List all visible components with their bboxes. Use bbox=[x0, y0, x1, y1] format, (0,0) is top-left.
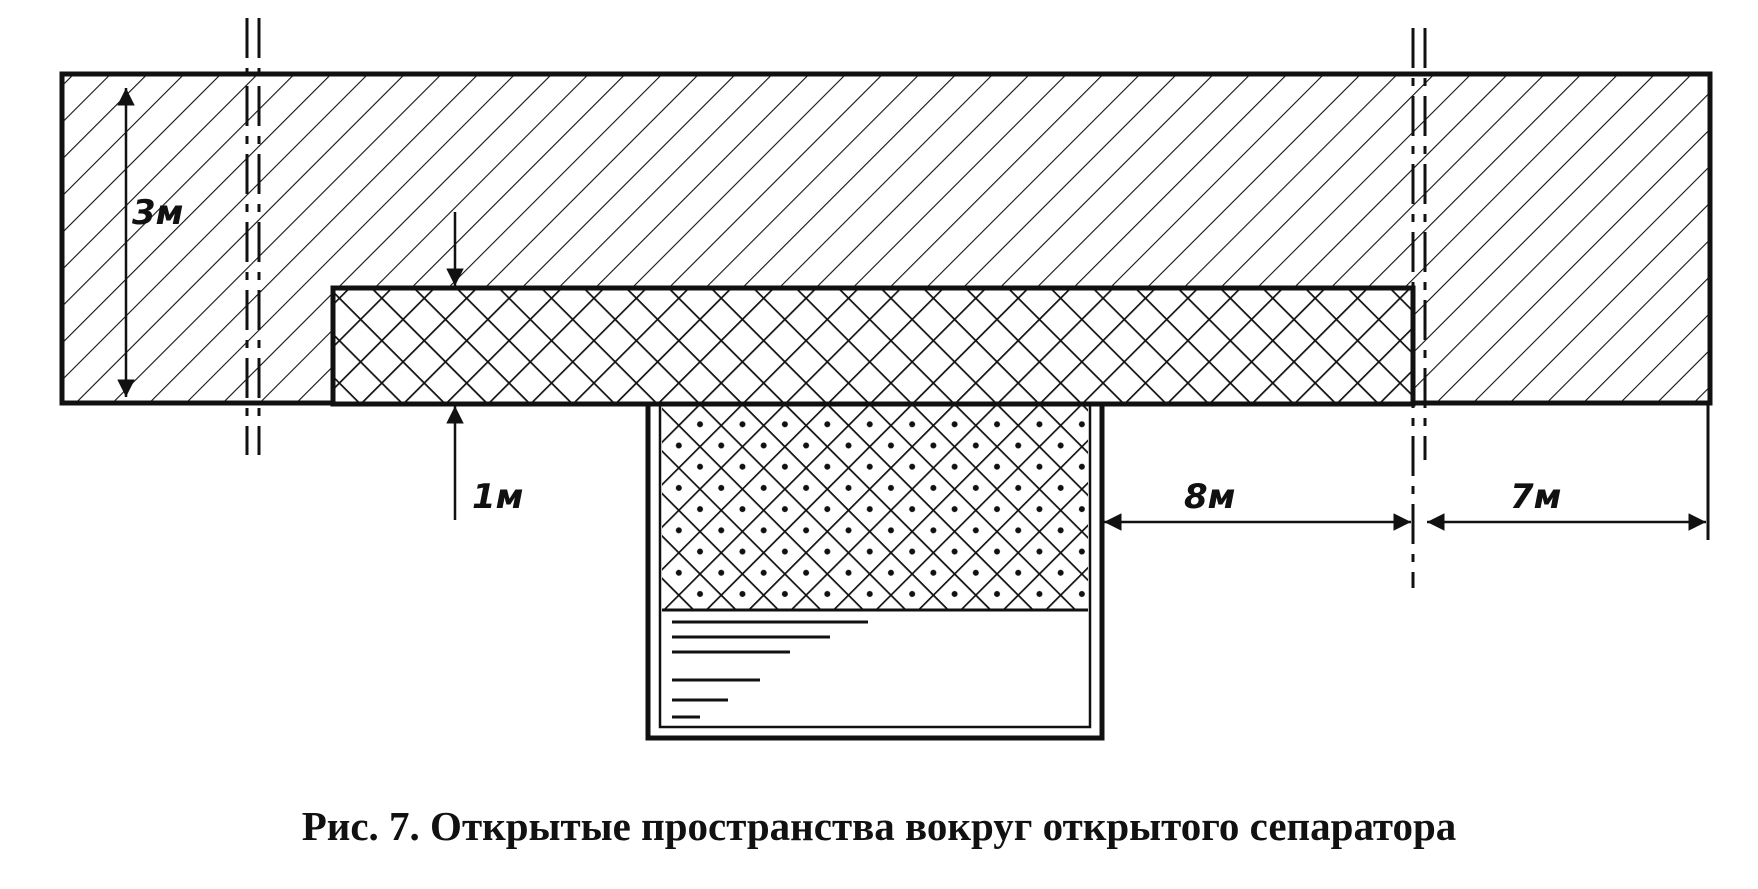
dimension-8m: 8м bbox=[1104, 477, 1411, 531]
dimension-1m: 1м bbox=[446, 212, 523, 520]
dimension-label-8m: 8м bbox=[1184, 477, 1235, 517]
open-separator bbox=[645, 401, 1105, 741]
dimension-label-7m: 7м bbox=[1510, 477, 1561, 517]
break-line-right bbox=[1411, 28, 1427, 588]
inner-hazard-zone bbox=[330, 285, 1416, 407]
liquid-surface-lines bbox=[672, 620, 868, 719]
dimension-7m: 7м bbox=[1427, 405, 1710, 540]
dimension-3m: 3м bbox=[117, 88, 183, 397]
break-line-left bbox=[245, 18, 261, 455]
dimension-label-3m: 3м bbox=[132, 193, 183, 233]
figure-caption: Рис. 7. Открытые пространства вокруг отк… bbox=[301, 803, 1457, 849]
dimension-label-1m: 1м bbox=[472, 477, 523, 517]
